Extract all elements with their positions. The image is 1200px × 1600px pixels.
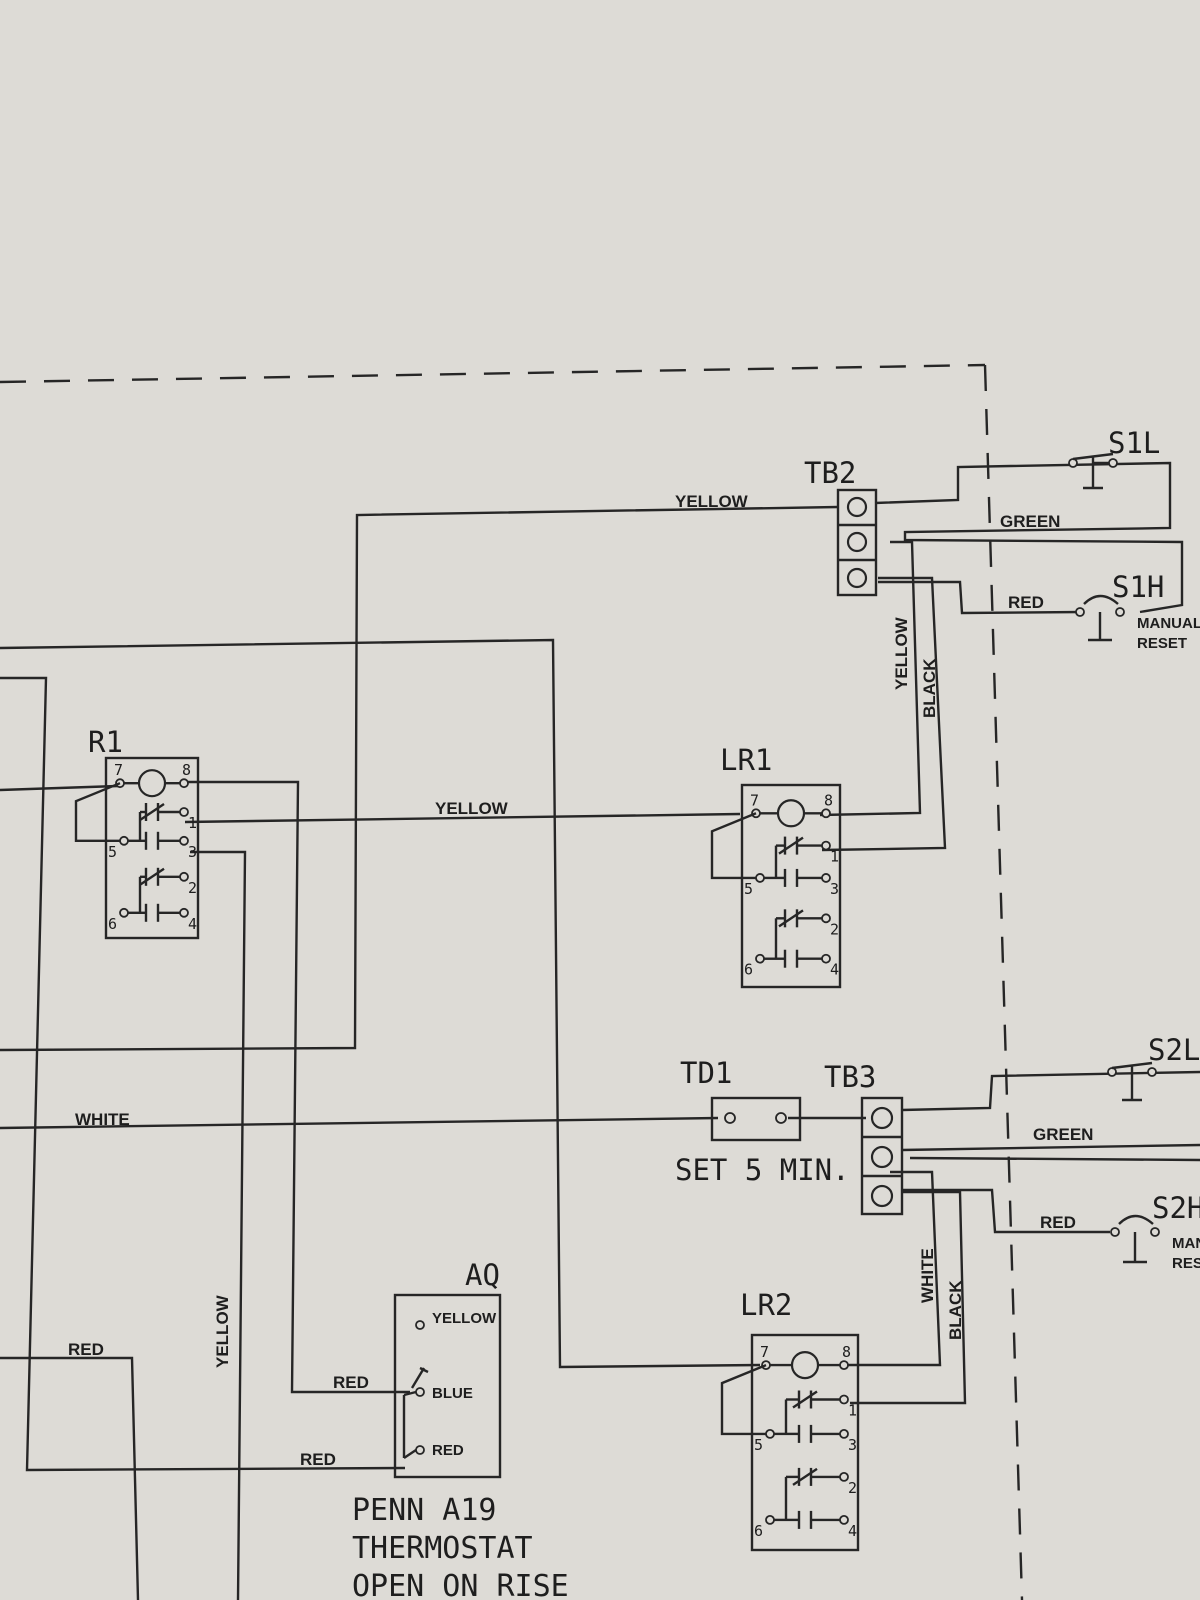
wire-label-red-blue: RED (333, 1373, 369, 1392)
lr1-pin-2: 2 (830, 920, 839, 938)
lr1-pin-1: 1 (830, 848, 839, 866)
lr2-pin-5: 5 (754, 1436, 763, 1454)
s1l-switch (1068, 452, 1118, 490)
r1-coil (137, 769, 167, 798)
tb3-terminal-2[interactable] (870, 1145, 894, 1169)
lr2-coil (790, 1350, 820, 1380)
lr2-pin-1: 1 (848, 1402, 857, 1420)
lr1-pin-7: 7 (750, 791, 759, 809)
tb2-terminal-3[interactable] (846, 567, 868, 589)
r1-pin-8: 8 (182, 761, 191, 779)
r1-pin-6: 6 (108, 915, 117, 933)
lr2-pin-4: 4 (848, 1522, 857, 1540)
r1-relay: 7 8 1 3 2 4 5 6 (74, 756, 200, 940)
lr1-pin-6: 6 (744, 961, 753, 979)
lr1-pin-4: 4 (830, 961, 839, 979)
thermostat-caption-1: PENN A19 (352, 1493, 497, 1528)
tb3-terminal-1[interactable] (870, 1106, 894, 1130)
enclosure-boundary (0, 363, 1024, 1600)
td1-timer (710, 1096, 802, 1142)
wire-label-red-aq: RED (300, 1450, 336, 1469)
s1h-reset-note: RESET (1137, 635, 1187, 652)
label-lr1: LR1 (720, 743, 772, 777)
lr1-pin-5: 5 (744, 880, 753, 898)
label-aq: AQ (465, 1258, 500, 1292)
tb2-terminal-1[interactable] (846, 496, 868, 518)
lr1-pin-8: 8 (824, 791, 833, 809)
wire-labels: YELLOW YELLOW GREEN RED GREEN RED WHITE … (68, 492, 1093, 1469)
lr2-relay: 7 8 1 3 2 4 5 6 (720, 1333, 860, 1552)
td1-setting-note: SET 5 MIN. (675, 1153, 850, 1187)
wire-label-red-tb3: RED (1040, 1213, 1076, 1232)
s1h-manual-note: MANUAL (1137, 615, 1200, 632)
r1-pin-7: 7 (114, 761, 123, 779)
label-r1: R1 (88, 725, 123, 759)
wire-label-red-left: RED (68, 1340, 104, 1359)
notes: SET 5 MIN. MANUAL RESET MAN RES PENN A19… (352, 615, 1200, 1600)
s1h-switch (1075, 594, 1125, 642)
s2l-switch (1107, 1061, 1157, 1102)
wires (0, 461, 1200, 1600)
label-s1h: S1H (1112, 570, 1164, 604)
wire-label-white-vert-tb3: WHITE (918, 1248, 937, 1303)
component-labels: R1 LR1 LR2 TB2 TB3 TD1 S1L S1H S2L S2H A… (88, 426, 1200, 1322)
wire-label-white: WHITE (75, 1110, 130, 1129)
label-s2l: S2L (1148, 1033, 1200, 1067)
s2h-switch (1110, 1214, 1160, 1264)
label-lr2: LR2 (740, 1288, 792, 1322)
aq-terminal-labels: YELLOW BLUE RED (432, 1310, 497, 1459)
tb2-terminal-2[interactable] (846, 531, 868, 553)
s2h-reset-note: RES (1172, 1255, 1200, 1272)
label-s2h: S2H (1152, 1191, 1200, 1225)
wire-label-green-tb3: GREEN (1033, 1125, 1093, 1144)
aq-terminal-red: RED (432, 1442, 464, 1459)
wire-label-black-vert-tb3: BLACK (946, 1280, 965, 1340)
aq-thermostat (393, 1293, 502, 1479)
tb3-terminal-block (860, 1096, 904, 1216)
lr2-pin-3: 3 (848, 1436, 857, 1454)
s2h-manual-note: MAN (1172, 1235, 1200, 1252)
r1-pin-5: 5 (108, 843, 117, 861)
lr2-pin-8: 8 (842, 1343, 851, 1361)
label-tb2: TB2 (804, 456, 856, 490)
thermostat-caption-3: OPEN ON RISE (352, 1569, 569, 1600)
aq-terminal-yellow: YELLOW (432, 1310, 497, 1327)
wire-label-green-tb2: GREEN (1000, 512, 1060, 531)
lr1-coil (776, 799, 806, 828)
wire-label-yellow-vert-tb2: YELLOW (892, 616, 911, 690)
label-s1l: S1L (1108, 426, 1160, 460)
tb3-terminal-3[interactable] (870, 1184, 894, 1208)
tb2-terminal-block (836, 488, 878, 597)
lr1-relay: 7 8 1 3 2 4 5 6 (710, 783, 842, 989)
lr2-pin-6: 6 (754, 1522, 763, 1540)
wire-label-yellow-vert-left: YELLOW (213, 1294, 232, 1368)
label-td1: TD1 (680, 1056, 732, 1090)
lr2-pin-2: 2 (848, 1479, 857, 1497)
label-tb3: TB3 (824, 1060, 876, 1094)
relays: 7 8 1 3 2 4 5 6 7 8 1 3 2 4 5 6 7 8 1 3 2 4 5 6 (74, 756, 860, 1552)
wire-label-red-tb2: RED (1008, 593, 1044, 612)
wire-label-yellow-r1: YELLOW (435, 799, 509, 818)
aq-terminal-blue: BLUE (432, 1385, 473, 1402)
r1-pin-3: 3 (188, 843, 197, 861)
wire-label-yellow-tb2: YELLOW (675, 492, 749, 511)
r1-pin-2: 2 (188, 879, 197, 897)
r1-pin-1: 1 (188, 814, 197, 832)
lr1-pin-3: 3 (830, 880, 839, 898)
thermostat-caption-2: THERMOSTAT (352, 1531, 533, 1566)
r1-pin-4: 4 (188, 915, 197, 933)
lr2-pin-7: 7 (760, 1343, 769, 1361)
wire-label-black-vert-tb2: BLACK (920, 658, 939, 718)
